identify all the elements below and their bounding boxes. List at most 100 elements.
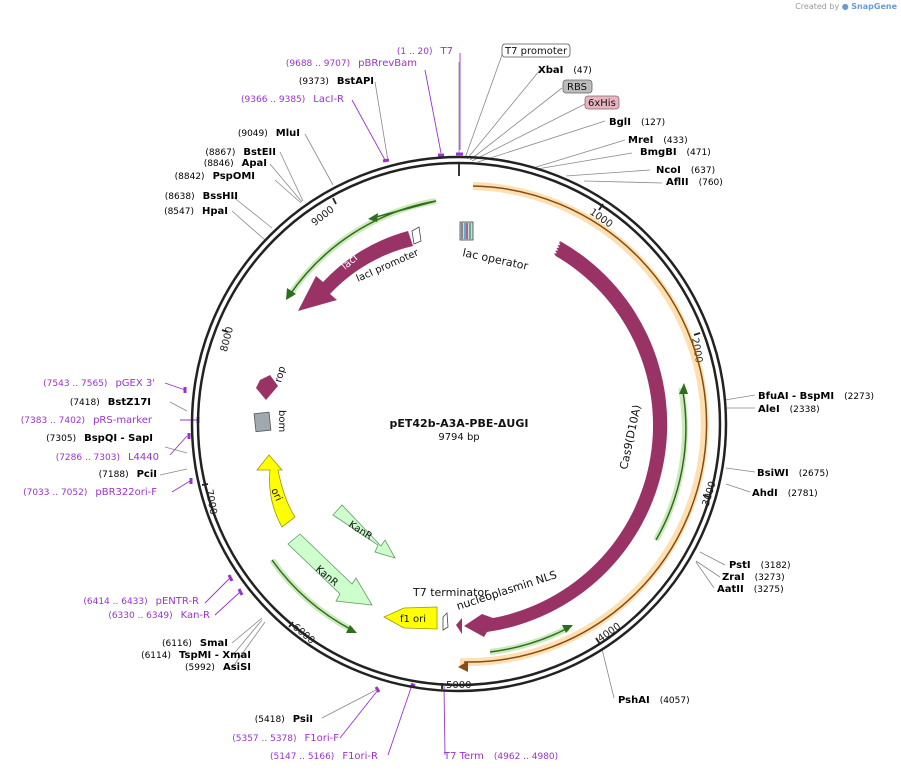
- f1-ori-arrow[interactable]: [383, 606, 438, 630]
- site-label-enzyme[interactable]: PstI(3182): [729, 560, 791, 571]
- site-name: PspOMI: [213, 171, 255, 182]
- site-position: (2338): [790, 405, 820, 415]
- green-arc-bottom: [489, 627, 569, 653]
- his-tag-box[interactable]: [584, 95, 620, 110]
- green-arc-right: [655, 391, 687, 541]
- site-labels: XbaI (47) BglI (127) MreI(433)BmgBI(471) NcoI…: [21, 46, 874, 762]
- site-label-primer[interactable]: T7(1 .. 20): [397, 46, 453, 57]
- site-label-enzyme[interactable]: BstEII(8867): [205, 147, 276, 158]
- tick-label-5000: 5000: [446, 680, 471, 691]
- green-arc-laci-head: [286, 288, 296, 300]
- site-label-enzyme[interactable]: BspQI - SapI(7305): [46, 433, 153, 444]
- backbone-outer: [190, 155, 728, 693]
- site-label-enzyme[interactable]: HpaI(8547): [164, 206, 228, 217]
- site-label-primer[interactable]: F1ori-F(5357 .. 5378): [232, 733, 339, 744]
- rbs-box[interactable]: [562, 79, 593, 94]
- site-label-enzyme[interactable]: BglI (127): [609, 117, 665, 128]
- site-position: (127): [641, 118, 665, 128]
- site-name: XbaI: [538, 65, 563, 76]
- site-position: (433): [663, 136, 687, 146]
- site-name: TspMI - XmaI: [179, 650, 251, 661]
- site-label-enzyme[interactable]: NcoI(637): [656, 165, 715, 176]
- site-label-primer[interactable]: L4440 (7286 .. 7303): [56, 452, 159, 463]
- bom-box[interactable]: [253, 411, 272, 433]
- site-label-primer[interactable]: pBR322ori-F(7033 .. 7052): [23, 487, 157, 498]
- site-position: (7543 .. 7565): [43, 379, 107, 389]
- nls-arrow[interactable]: [456, 618, 462, 634]
- ori-label: ori: [268, 487, 283, 503]
- site-name: AatII: [717, 584, 744, 595]
- credit-app: SnapGene: [851, 2, 897, 11]
- site-name: L4440: [128, 452, 159, 463]
- site-name: HpaI: [202, 206, 228, 217]
- site-label-primer[interactable]: LacI-R(9366 .. 9385): [241, 94, 344, 105]
- site-label-primer[interactable]: pGEX 3'(7543 .. 7565): [43, 378, 155, 389]
- site-name: pENTR-R: [156, 596, 199, 607]
- site-name: BglI: [609, 117, 631, 128]
- site-label-enzyme[interactable]: AatII(3275): [717, 584, 784, 595]
- site-label-enzyme[interactable]: PspOMI (8842): [175, 171, 255, 182]
- site-name: MluI: [276, 128, 300, 139]
- site-label-enzyme[interactable]: TspMI - XmaI (6114): [141, 650, 251, 661]
- plasmid-name: pET42b-A3A-PBE-ΔUGI: [390, 417, 529, 430]
- site-label-enzyme[interactable]: PciI(7188): [99, 469, 157, 480]
- rop-arrow[interactable]: [256, 375, 278, 400]
- site-label-enzyme[interactable]: AflII(760): [666, 177, 723, 188]
- site-label-enzyme[interactable]: ApaI(8846): [204, 158, 267, 169]
- t7-terminator-shape[interactable]: [442, 612, 449, 631]
- site-label-enzyme[interactable]: BmgBI(471): [640, 147, 711, 158]
- site-label-enzyme[interactable]: BstAPI(9373): [299, 76, 374, 87]
- site-label-enzyme[interactable]: ZraI(3273): [722, 572, 785, 583]
- site-label-enzyme[interactable]: MreI(433): [628, 135, 688, 146]
- kanr-arrow-2[interactable]: [287, 533, 373, 606]
- site-label-enzyme[interactable]: PsiI(5418): [255, 714, 313, 725]
- t7-promoter-box[interactable]: [501, 43, 571, 58]
- site-label-enzyme[interactable]: BstZ17I(7418): [70, 397, 151, 408]
- site-label-enzyme[interactable]: AleI (2338): [758, 404, 820, 415]
- site-label-primer[interactable]: Kan-R(6330 .. 6349): [108, 610, 210, 621]
- site-label-primer[interactable]: pENTR-R(6414 .. 6433): [83, 596, 199, 607]
- site-position: (9366 .. 9385): [241, 95, 305, 105]
- site-position: (8842): [175, 172, 205, 182]
- site-position: (6330 .. 6349): [108, 611, 172, 621]
- site-label-primer[interactable]: T7 Term(4962 .. 4980): [443, 751, 558, 762]
- site-label-primer[interactable]: F1ori-R(5147 .. 5166): [270, 751, 378, 762]
- site-position: (6116): [162, 639, 192, 649]
- green-arc-right-head: [679, 383, 688, 394]
- site-label-enzyme[interactable]: BfuAI - BspMI(2273): [758, 391, 874, 402]
- site-label-enzyme[interactable]: MluI(9049): [238, 128, 300, 139]
- t7-promoter-label: T7 promoter: [504, 46, 568, 57]
- site-position: (47): [573, 66, 591, 76]
- site-position: (7305): [46, 434, 76, 444]
- laci-promoter-shape[interactable]: [411, 226, 422, 245]
- site-name: AleI: [758, 404, 780, 415]
- site-label-enzyme[interactable]: BsiWI(2675): [757, 468, 829, 479]
- credit-prefix: Created by: [795, 2, 840, 11]
- site-position: (7286 .. 7303): [56, 453, 120, 463]
- plasmid-size: 9794 bp: [438, 432, 479, 443]
- site-label-enzyme[interactable]: PshAI(4057): [618, 695, 690, 706]
- site-name: T7 Term: [443, 751, 484, 762]
- tick-label-8000: 8000: [219, 326, 236, 353]
- site-label-primer[interactable]: pBRrevBam(9688 .. 9707): [286, 58, 417, 69]
- site-label-enzyme[interactable]: AsiSI(5992): [185, 662, 251, 673]
- site-label-enzyme[interactable]: SmaI (6116): [162, 638, 228, 649]
- cas9-arrow[interactable]: [464, 241, 668, 637]
- kanr-arrow-1[interactable]: [332, 504, 396, 559]
- site-position: (5992): [185, 663, 215, 673]
- site-name: ApaI: [242, 158, 267, 169]
- site-name: PstI: [729, 560, 751, 571]
- site-position: (6114): [141, 651, 171, 661]
- site-label-enzyme[interactable]: BssHII(8638): [165, 191, 238, 202]
- orange-arc: [463, 185, 708, 663]
- site-label-enzyme[interactable]: AhdI(2781): [752, 488, 818, 499]
- green-arc-small: [371, 200, 437, 219]
- site-name: PciI: [137, 469, 157, 480]
- site-label-primer[interactable]: pRS-marker(7383 .. 7402): [21, 415, 153, 426]
- site-label-enzyme[interactable]: XbaI (47): [538, 65, 592, 76]
- site-name: SmaI: [200, 638, 228, 649]
- laci-arrow[interactable]: [298, 231, 413, 311]
- lac-operator-stripes: [461, 223, 471, 239]
- ori-arrow[interactable]: [256, 454, 296, 528]
